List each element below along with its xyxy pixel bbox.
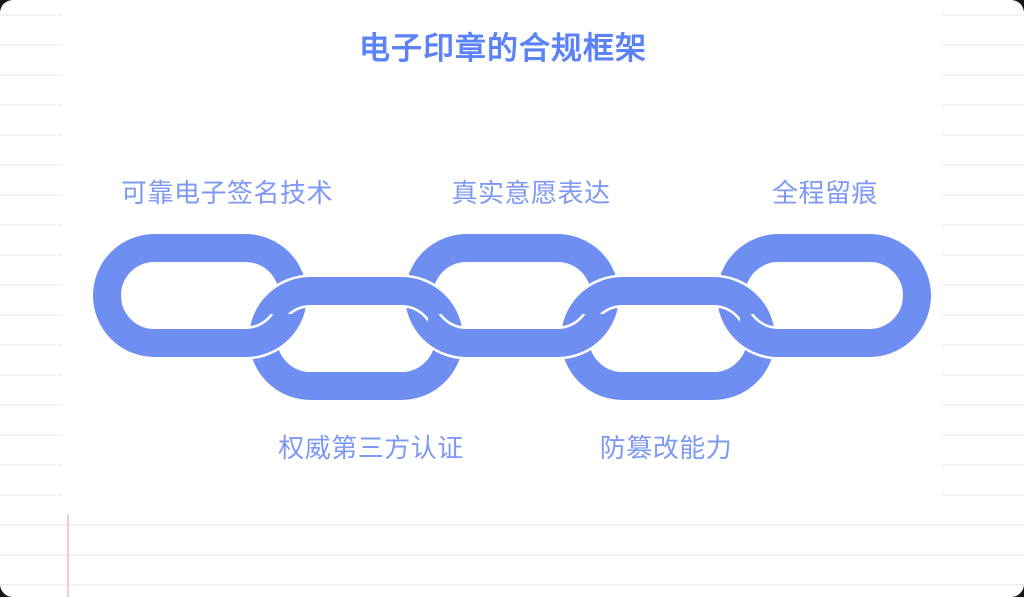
link-label-3: 真实意愿表达: [451, 178, 611, 208]
link-label-2: 权威第三方认证: [278, 433, 464, 463]
link-label-5: 全程留痕: [771, 178, 879, 208]
page-title: 电子印章的合规框架: [359, 31, 647, 66]
link-label-1: 可靠电子签名技术: [120, 178, 334, 208]
link-label-4: 防篡改能力: [599, 433, 733, 463]
